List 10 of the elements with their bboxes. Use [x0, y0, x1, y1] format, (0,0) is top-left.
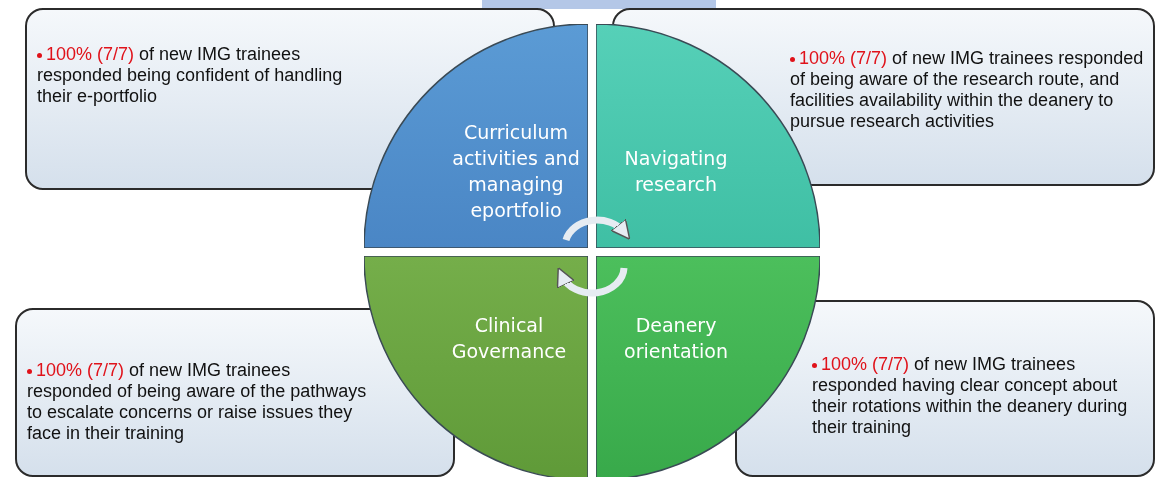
statistic-text: 100% (7/7) of new IMG trainees responded of being aware of the pathways to escalate concerns or raise issues they face in their training: [27, 360, 368, 444]
statistic-text: 100% (7/7) of new IMG trainees responded having clear concept about their rotations within the deanery during their training: [812, 354, 1129, 438]
quadrant-title: Curriculum activities and managing eportfolio: [451, 120, 581, 223]
callout-box: [735, 300, 1155, 477]
statistic-text: 100% (7/7) of new IMG trainees responded of being aware of the research route, and facilities availability within the deanery to pursue research activities: [790, 48, 1145, 132]
statistic-text: 100% (7/7) of new IMG trainees responded being confident of handling their e-portfolio: [37, 44, 344, 107]
callout-box: [15, 308, 455, 477]
quadrant-title: Clinical Governance: [450, 313, 568, 364]
quadrant-title: Deanery orientation: [623, 313, 729, 364]
quadrant-title: Navigating research: [623, 146, 729, 197]
